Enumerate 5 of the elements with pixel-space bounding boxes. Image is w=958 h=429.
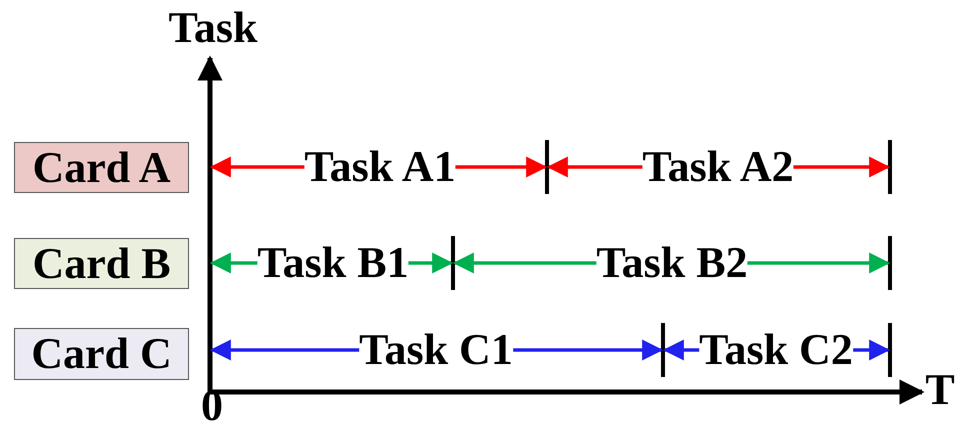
card-label-box: Card A (14, 142, 189, 193)
axis-title: Task (168, 6, 258, 50)
card-label-box: Card B (14, 238, 189, 289)
card-label-box: Card C (14, 328, 189, 380)
axis-title: T (925, 368, 955, 412)
